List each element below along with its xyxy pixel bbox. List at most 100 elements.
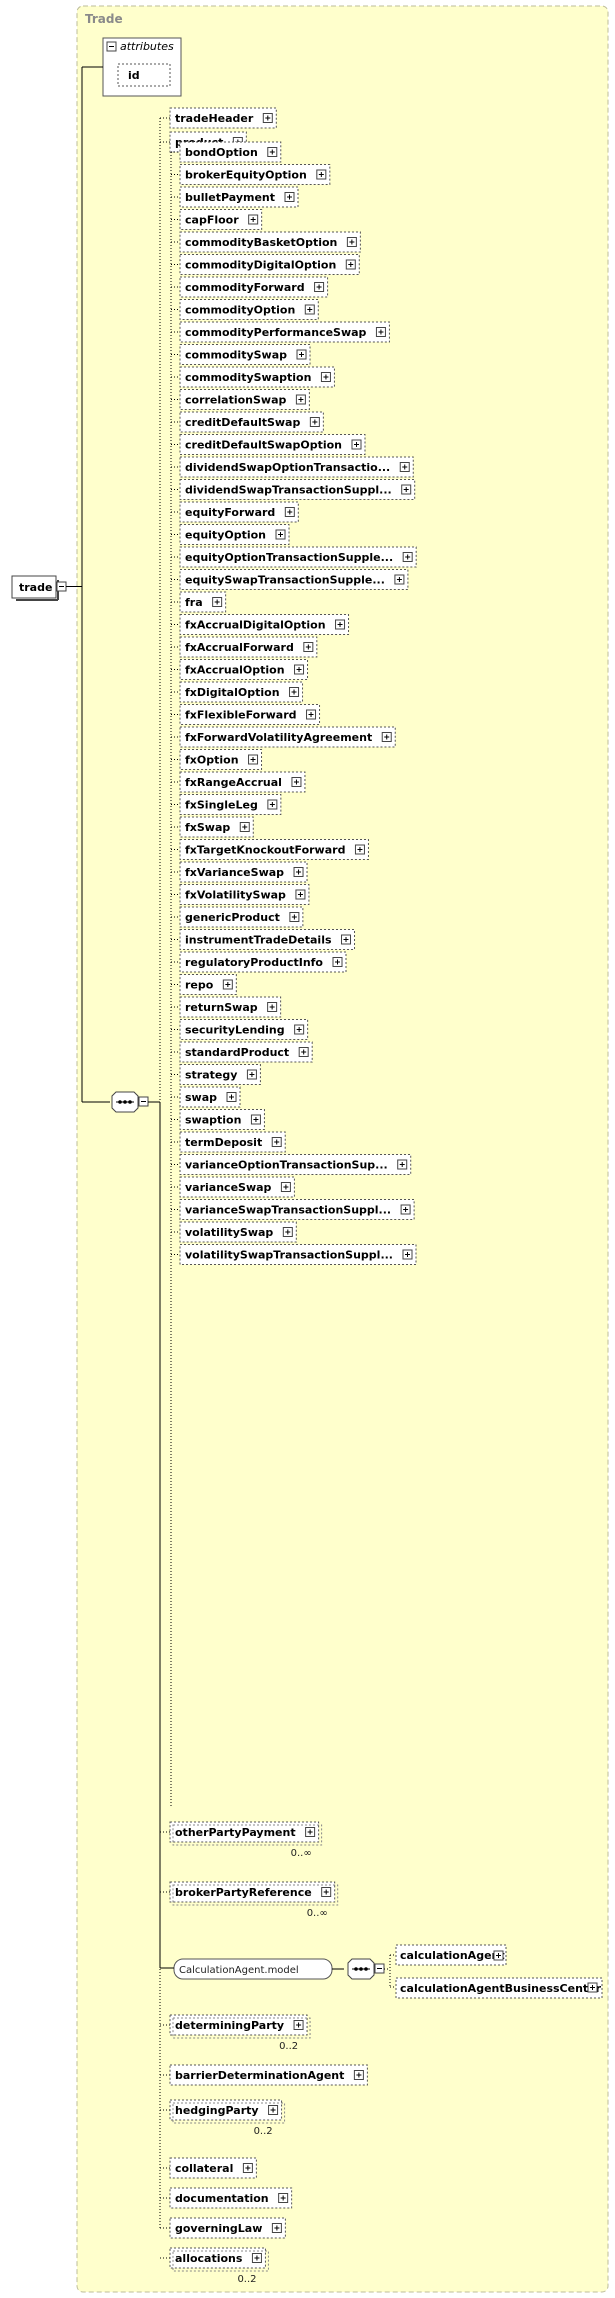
element-standard-product[interactable]: standardProduct: [179, 1041, 313, 1063]
element-broker-equity-option[interactable]: brokerEquityOption: [179, 164, 331, 185]
expand-plus-icon[interactable]: [306, 709, 317, 720]
expand-plus-icon[interactable]: [332, 957, 343, 967]
expand-plus-icon[interactable]: [351, 439, 362, 450]
expand-plus-icon[interactable]: [295, 394, 306, 405]
element-fx-accrual-option[interactable]: fxAccrualOption: [179, 659, 309, 680]
expand-plus-icon[interactable]: [284, 507, 295, 517]
expand-plus-icon[interactable]: [226, 1092, 237, 1102]
element-broker-party-reference[interactable]: brokerPartyReference: [169, 1881, 336, 1903]
expand-plus-icon[interactable]: [397, 1159, 408, 1170]
element-security-lending[interactable]: securityLending: [179, 1019, 309, 1040]
element-fx-flexible-forward[interactable]: fxFlexibleForward: [179, 704, 321, 725]
element-other-party-payment[interactable]: otherPartyPayment: [169, 1821, 320, 1843]
element-trade-header[interactable]: tradeHeader: [169, 107, 277, 129]
element-dividend-swap-transaction-suppl[interactable]: dividendSwapTransactionSuppl...: [179, 479, 416, 500]
expand-plus-icon[interactable]: [354, 844, 365, 855]
element-credit-default-swap-option[interactable]: creditDefaultSwapOption: [179, 434, 366, 455]
element-regulatory-product-info[interactable]: regulatoryProductInfo: [179, 951, 347, 973]
expand-plus-icon[interactable]: [353, 2070, 364, 2080]
expand-plus-icon[interactable]: [262, 113, 273, 123]
element-commodity-swaption[interactable]: commoditySwaption: [179, 366, 335, 388]
expand-plus-icon[interactable]: [402, 1249, 413, 1260]
expand-plus-icon[interactable]: [271, 1137, 282, 1147]
element-return-swap[interactable]: returnSwap: [179, 996, 282, 1018]
element-commodity-basket-option[interactable]: commodityBasketOption: [179, 231, 361, 253]
element-credit-default-swap[interactable]: creditDefaultSwap: [179, 411, 324, 433]
element-cap-floor[interactable]: capFloor: [179, 209, 263, 230]
expand-plus-icon[interactable]: [335, 619, 346, 630]
element-fx-forward-volatility-agreement[interactable]: fxForwardVolatilityAgreement: [179, 726, 396, 748]
element-fx-range-accrual[interactable]: fxRangeAccrual: [179, 771, 306, 793]
expand-plus-icon[interactable]: [304, 304, 315, 315]
expand-plus-icon[interactable]: [293, 867, 304, 877]
expand-plus-icon[interactable]: [401, 484, 412, 495]
expand-plus-icon[interactable]: [268, 2105, 279, 2115]
element-hedging-party[interactable]: hedgingParty: [169, 2099, 283, 2121]
expand-plus-icon[interactable]: [298, 1047, 309, 1057]
element-variance-swap[interactable]: varianceSwap: [179, 1176, 295, 1198]
expand-plus-icon[interactable]: [282, 1227, 293, 1237]
expand-plus-icon[interactable]: [222, 979, 233, 990]
element-documentation[interactable]: documentation: [169, 2187, 293, 2209]
element-fx-digital-option[interactable]: fxDigitalOption: [179, 681, 304, 703]
element-fx-accrual-forward[interactable]: fxAccrualForward: [179, 636, 318, 658]
element-volatility-swap[interactable]: volatilitySwap: [179, 1221, 297, 1243]
element-commodity-option[interactable]: commodityOption: [179, 299, 319, 320]
element-variance-swap-transaction-suppl[interactable]: varianceSwapTransactionSuppl...: [179, 1199, 415, 1220]
element-barrier-determination-agent[interactable]: barrierDeterminationAgent: [169, 2064, 368, 2086]
expand-plus-icon[interactable]: [278, 2193, 289, 2203]
element-correlation-swap[interactable]: correlationSwap: [179, 389, 310, 410]
element-fx-target-knockout-forward[interactable]: fxTargetKnockoutForward: [179, 839, 369, 860]
expand-plus-icon[interactable]: [248, 214, 259, 225]
element-governing-law[interactable]: governingLaw: [169, 2217, 286, 2239]
attribute-id-box[interactable]: [117, 63, 171, 87]
expand-plus-icon[interactable]: [291, 777, 302, 787]
expand-plus-icon[interactable]: [399, 462, 410, 472]
expand-plus-icon[interactable]: [251, 2253, 262, 2263]
expand-plus-icon[interactable]: [321, 1887, 332, 1897]
expand-plus-icon[interactable]: [295, 889, 306, 900]
element-determining-party[interactable]: determiningParty: [169, 2014, 308, 2036]
expand-plus-icon[interactable]: [275, 529, 286, 540]
expand-plus-icon[interactable]: [267, 1002, 278, 1012]
expand-plus-icon[interactable]: [320, 372, 331, 382]
element-commodity-digital-option[interactable]: commodityDigitalOption: [179, 254, 360, 275]
element-commodity-forward[interactable]: commodityForward: [179, 276, 329, 298]
model-sequence-compositor[interactable]: [347, 1958, 375, 1980]
element-dividend-swap-option-transactio[interactable]: dividendSwapOptionTransactio...: [179, 456, 414, 478]
element-swap[interactable]: swap: [179, 1086, 241, 1108]
expand-plus-icon[interactable]: [375, 327, 386, 337]
expand-plus-icon[interactable]: [284, 192, 295, 202]
expand-plus-icon[interactable]: [289, 912, 300, 922]
expand-plus-icon[interactable]: [400, 1204, 411, 1215]
expand-plus-icon[interactable]: [212, 597, 223, 607]
expand-plus-icon[interactable]: [314, 282, 325, 292]
expand-plus-icon[interactable]: [345, 259, 356, 270]
element-equity-option-transaction-supple[interactable]: equityOptionTransactionSupple...: [179, 546, 417, 568]
element-strategy[interactable]: strategy: [179, 1064, 261, 1085]
element-allocations[interactable]: allocations: [169, 2247, 266, 2269]
expand-plus-icon[interactable]: [346, 237, 357, 247]
element-volatility-swap-transaction-suppl[interactable]: volatilitySwapTransactionSuppl...: [179, 1244, 417, 1265]
expand-plus-icon[interactable]: [242, 2163, 253, 2173]
expand-plus-icon[interactable]: [294, 664, 305, 675]
expand-plus-icon[interactable]: [293, 2020, 304, 2030]
expand-plus-icon[interactable]: [309, 417, 320, 427]
element-swaption[interactable]: swaption: [179, 1109, 265, 1130]
expand-plus-icon[interactable]: [280, 1182, 291, 1192]
calculation-agent-model[interactable]: CalculationAgent.model: [173, 1958, 333, 1980]
element-commodity-swap[interactable]: commoditySwap: [179, 344, 311, 365]
element-fx-option[interactable]: fxOption: [179, 749, 263, 770]
expand-plus-icon[interactable]: [289, 687, 300, 697]
expand-plus-icon[interactable]: [294, 1024, 305, 1035]
element-term-deposit[interactable]: termDeposit: [179, 1131, 286, 1153]
model-element-calculation-agent-business-center[interactable]: calculationAgentBusinessCenter: [395, 1977, 603, 1999]
element-collateral[interactable]: collateral: [169, 2157, 257, 2179]
expand-plus-icon[interactable]: [316, 169, 327, 180]
expand-plus-icon[interactable]: [341, 934, 352, 945]
element-equity-forward[interactable]: equityForward: [179, 501, 299, 523]
element-variance-option-transaction-sup[interactable]: varianceOptionTransactionSup...: [179, 1154, 412, 1175]
expand-plus-icon[interactable]: [239, 822, 250, 832]
expand-plus-icon[interactable]: [248, 754, 259, 765]
expand-plus-icon[interactable]: [296, 349, 307, 360]
